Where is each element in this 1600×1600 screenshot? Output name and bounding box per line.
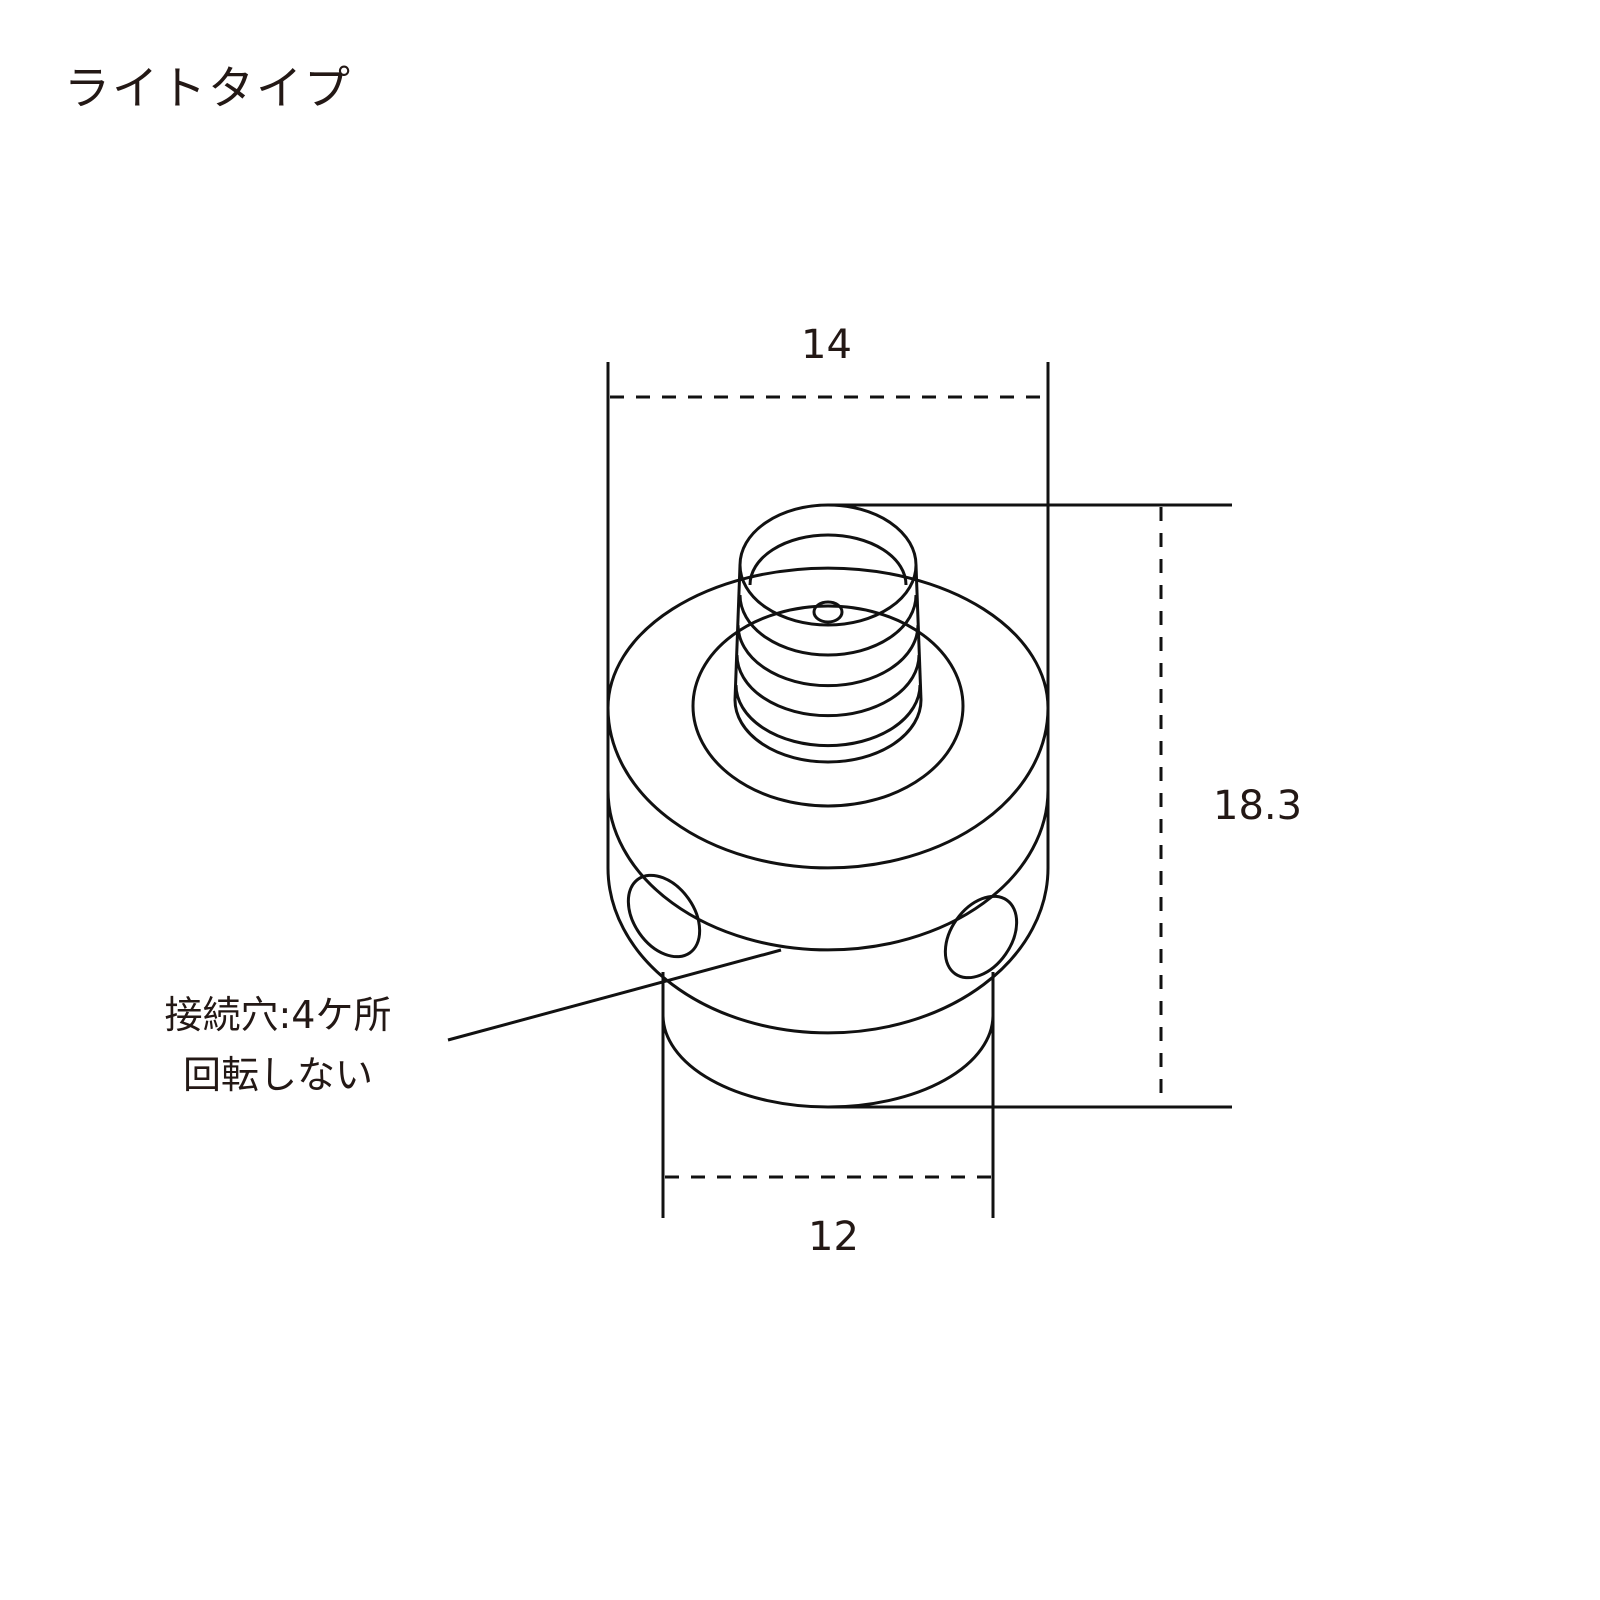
dim-label-height: 18.3	[1213, 783, 1303, 829]
flange-body	[606, 566, 1050, 1035]
connection-holes	[626, 873, 1019, 980]
center-hole	[812, 600, 844, 624]
callout-note: 接続穴:4ケ所 回転しない	[128, 985, 428, 1105]
callout-line-2: 回転しない	[182, 1053, 373, 1097]
threaded-nipple	[733, 503, 923, 764]
callout-line-1: 接続穴:4ケ所	[164, 993, 392, 1037]
dimension-top-width	[606, 362, 1050, 868]
dim-label-top: 14	[801, 322, 852, 368]
dimension-height	[828, 503, 1232, 1109]
dim-label-bottom: 12	[808, 1214, 859, 1260]
bottom-cylinder	[661, 1012, 995, 1109]
page-title: ライトタイプ	[64, 61, 352, 115]
callout-leader	[447, 948, 782, 1042]
